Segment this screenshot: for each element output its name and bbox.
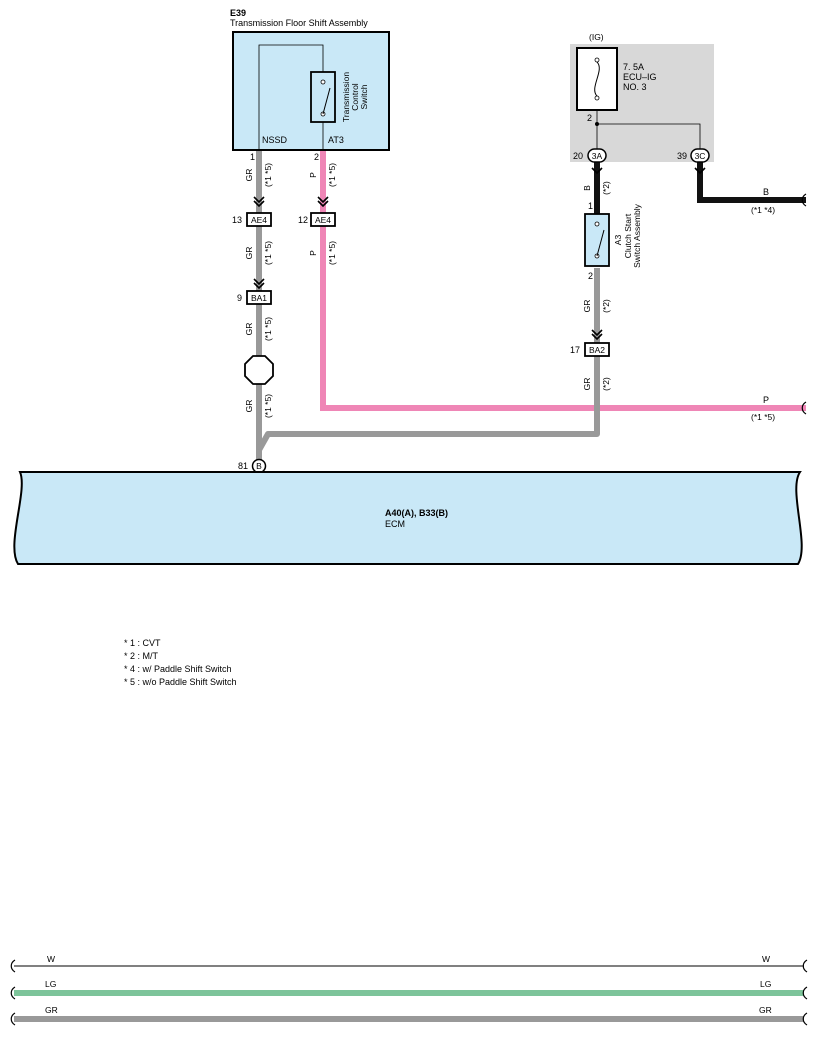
fuse-icon bbox=[594, 61, 600, 97]
svg-text:(*2): (*2) bbox=[601, 299, 611, 313]
svg-text:2: 2 bbox=[588, 271, 593, 281]
svg-text:81: 81 bbox=[238, 461, 248, 471]
svg-text:(*1 *5): (*1 *5) bbox=[263, 163, 273, 187]
switch-contact bbox=[322, 87, 331, 115]
connector-3c bbox=[690, 148, 710, 163]
svg-text:(*1 *5): (*1 *5) bbox=[263, 241, 273, 265]
svg-text:AE4: AE4 bbox=[251, 215, 267, 225]
connector-ba1 bbox=[246, 290, 272, 305]
svg-text:Switch: Switch bbox=[359, 84, 369, 109]
svg-text:(*2): (*2) bbox=[601, 377, 611, 391]
svg-text:12: 12 bbox=[298, 215, 308, 225]
wire-p bbox=[320, 151, 806, 411]
legend-item: * 5 : w/o Paddle Shift Switch bbox=[124, 677, 237, 687]
svg-text:GR: GR bbox=[244, 247, 254, 260]
wire-b-right bbox=[697, 162, 806, 203]
legend-item: * 1 : CVT bbox=[124, 638, 161, 648]
svg-text:13: 13 bbox=[232, 215, 242, 225]
svg-text:GR: GR bbox=[582, 378, 592, 391]
svg-text:39: 39 bbox=[677, 151, 687, 161]
svg-text:B: B bbox=[582, 185, 592, 191]
connector-chevrons bbox=[253, 167, 706, 341]
wire-gr-right bbox=[256, 268, 600, 452]
ecm-name: ECM bbox=[385, 519, 405, 529]
svg-text:B: B bbox=[256, 461, 262, 471]
e39-code: E39 bbox=[230, 8, 246, 18]
svg-text:(*1 *4): (*1 *4) bbox=[751, 205, 775, 215]
svg-text:ECU–IG: ECU–IG bbox=[623, 72, 657, 82]
e39-internal-wire bbox=[258, 44, 324, 150]
svg-text:GR: GR bbox=[582, 300, 592, 313]
svg-text:NO. 3: NO. 3 bbox=[623, 82, 647, 92]
svg-text:GR: GR bbox=[759, 1005, 772, 1015]
svg-text:BA1: BA1 bbox=[251, 293, 267, 303]
splice-octagon bbox=[244, 355, 274, 385]
svg-text:Switch Assembly: Switch Assembly bbox=[632, 203, 642, 268]
svg-text:AE4: AE4 bbox=[315, 215, 331, 225]
connector-ba2 bbox=[584, 342, 610, 357]
connector-ae4-right bbox=[310, 212, 336, 227]
svg-text:(IG): (IG) bbox=[589, 32, 604, 42]
svg-text:GR: GR bbox=[244, 323, 254, 336]
svg-text:(*1 *5): (*1 *5) bbox=[263, 317, 273, 341]
ecm-box bbox=[13, 471, 803, 565]
connector-3a bbox=[587, 148, 607, 163]
svg-text:P: P bbox=[308, 250, 318, 256]
svg-text:P: P bbox=[763, 395, 769, 405]
svg-text:2: 2 bbox=[587, 113, 592, 123]
svg-text:2: 2 bbox=[314, 152, 319, 162]
svg-text:W: W bbox=[47, 954, 55, 964]
wire-color-key: W W LG LG GR GR bbox=[10, 954, 808, 1026]
e39-name: Transmission Floor Shift Assembly bbox=[230, 18, 368, 28]
svg-text:BA2: BA2 bbox=[589, 345, 605, 355]
svg-text:LG: LG bbox=[45, 979, 56, 989]
svg-text:(*1 *5): (*1 *5) bbox=[751, 412, 775, 422]
svg-text:(*1 *5): (*1 *5) bbox=[263, 394, 273, 418]
svg-text:GR: GR bbox=[45, 1005, 58, 1015]
pin-at3-label: AT3 bbox=[328, 135, 344, 145]
connector-ae4-left bbox=[246, 212, 272, 227]
svg-text:3C: 3C bbox=[695, 151, 706, 161]
legend-item: * 2 : M/T bbox=[124, 651, 159, 661]
svg-text:1: 1 bbox=[588, 201, 593, 211]
svg-text:(*2): (*2) bbox=[601, 181, 611, 195]
svg-text:LG: LG bbox=[760, 979, 771, 989]
svg-text:20: 20 bbox=[573, 151, 583, 161]
pin-nssd-label: NSSD bbox=[262, 135, 288, 145]
svg-text:17: 17 bbox=[570, 345, 580, 355]
svg-text:A3: A3 bbox=[613, 235, 623, 246]
legend-item: * 4 : w/ Paddle Shift Switch bbox=[124, 664, 232, 674]
svg-text:GR: GR bbox=[244, 400, 254, 413]
svg-text:Control: Control bbox=[350, 83, 360, 111]
svg-text:(*1 *5): (*1 *5) bbox=[327, 163, 337, 187]
svg-text:9: 9 bbox=[237, 293, 242, 303]
svg-text:1: 1 bbox=[250, 152, 255, 162]
svg-text:Transmission: Transmission bbox=[341, 72, 351, 122]
svg-text:P: P bbox=[308, 172, 318, 178]
svg-text:Clutch Start: Clutch Start bbox=[623, 213, 633, 258]
svg-text:7. 5A: 7. 5A bbox=[623, 62, 644, 72]
svg-text:GR: GR bbox=[244, 169, 254, 182]
svg-text:3A: 3A bbox=[592, 151, 603, 161]
svg-text:B: B bbox=[763, 187, 769, 197]
ecm-codes: A40(A), B33(B) bbox=[385, 508, 448, 518]
svg-text:(*1 *5): (*1 *5) bbox=[327, 241, 337, 265]
svg-text:W: W bbox=[762, 954, 770, 964]
